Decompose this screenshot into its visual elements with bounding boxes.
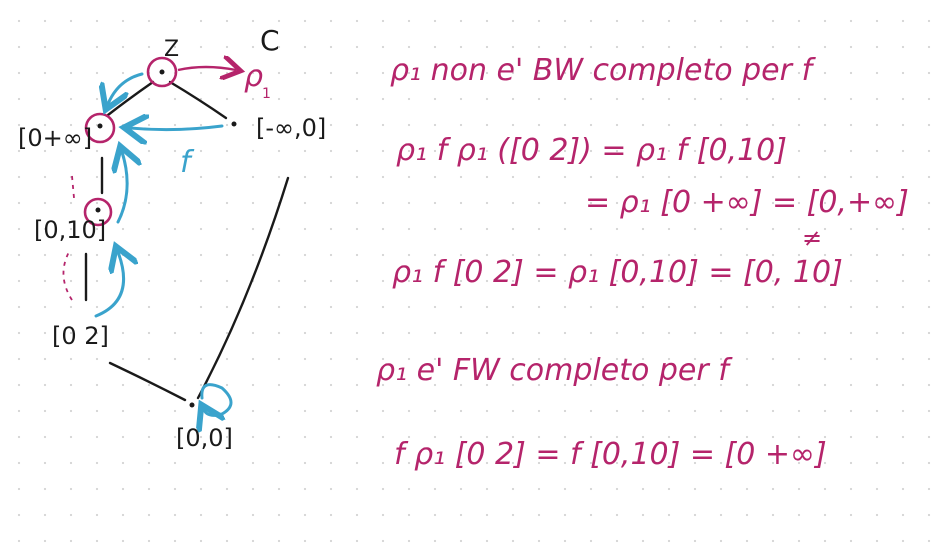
node-label-minus-inf: [-∞,0] <box>256 114 326 142</box>
f-arrow-zero-zero-loop <box>202 383 233 416</box>
note-line-3: ρ₁ f [0 2] = ρ₁ [0,10] = [0, 10] <box>392 255 843 290</box>
pink-node-circles <box>83 56 178 227</box>
zero-zero-dot <box>189 402 195 408</box>
minus-inf-dot <box>231 121 237 127</box>
zero-ten-dot <box>95 207 101 213</box>
f-label-diagram: f <box>180 145 195 180</box>
note-line-4: ρ₁ e' FW completo per f <box>376 353 733 388</box>
top-dot <box>159 69 165 75</box>
rho-subscript: 1 <box>262 86 271 102</box>
rho-arrow <box>177 67 236 70</box>
rho-label-diagram: ρ 1 <box>244 59 271 102</box>
node-dots <box>95 69 237 408</box>
zero-ten-circle <box>83 197 113 227</box>
edge-minus-inf-to-zero-zero <box>196 176 290 400</box>
f-arrow-zero-two-to-zero-ten <box>94 252 124 318</box>
notes-block: ρ₁ non e' BW completo per f ρ₁ f ρ₁ ([0 … <box>376 53 909 472</box>
top-node-circle <box>146 56 178 88</box>
note-line-1: ρ₁ non e' BW completo per f <box>390 53 816 88</box>
note-line-2b: = ρ₁ [0 +∞] = [0,+∞] <box>585 185 909 220</box>
zero-inf-dot <box>97 123 103 129</box>
edge-top-to-minus-inf <box>168 80 228 120</box>
rho-symbol: ρ <box>244 59 263 94</box>
node-label-zero-ten: [0,10] <box>34 216 106 244</box>
f-arrow-minus-inf-to-zero-inf <box>130 126 224 130</box>
node-label-zero-zero: [0,0] <box>176 424 233 452</box>
lattice-name-label: C <box>260 24 280 57</box>
note-line-5: f ρ₁ [0 2] = f [0,10] = [0 +∞] <box>394 437 827 472</box>
neq-mark: ≠ <box>802 224 822 252</box>
f-arrows <box>94 72 233 416</box>
node-label-zero-two: [0 2] <box>52 322 109 350</box>
dashed-hints <box>62 175 75 301</box>
edge-top-to-zero-inf <box>106 80 155 117</box>
note-line-2a: ρ₁ f ρ₁ ([0 2]) = ρ₁ f [0,10] <box>396 133 787 168</box>
f-arrow-top-to-zero-inf <box>108 72 144 104</box>
node-label-zero-inf: [0+∞] <box>18 124 92 152</box>
f-arrow-zero-ten-to-zero-inf <box>118 152 127 224</box>
top-element-label: Z <box>164 37 179 62</box>
dashed-zero-two-to-zero-ten <box>62 249 73 301</box>
edge-zero-two-to-zero-zero <box>108 361 187 402</box>
dashed-zero-ten-to-zero-inf <box>71 175 75 199</box>
